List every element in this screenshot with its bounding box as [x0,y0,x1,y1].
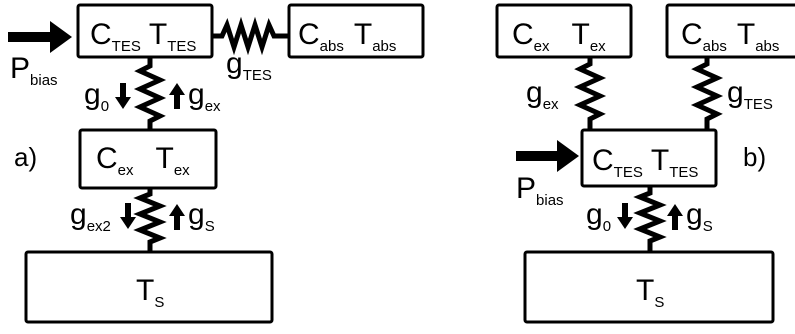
spring-g-tes-a [212,16,289,56]
g-s-label-b: gS [686,198,713,235]
abs-block-b [665,3,795,59]
ex-block-b [495,3,633,59]
spring-ex-tes-b [573,57,607,134]
panel-label-a: a) [14,142,37,172]
p-bias-label-b: Pbias [516,172,564,209]
g-0-label-b: g0 [586,198,611,235]
bath-block-label-a: TS [136,274,164,311]
g-ex-label-a: gex [188,78,221,115]
g0-down-arrow-b [617,203,633,229]
spring-tes-bath-b [633,186,667,252]
p-bias-label-a: Pbias [10,52,58,89]
spring-tes-ex-a [133,57,167,130]
g-tes-label-a: gTES [226,47,272,84]
bath-block-a [24,250,274,324]
g-s-label-a: gS [188,198,215,235]
spring-abs-tes-b [690,57,724,134]
ex-block-a [78,128,218,190]
gs-up-arrow-a [169,204,185,230]
p-bias-arrow-b [516,140,579,172]
gex2-down-arrow-a [120,203,136,229]
spring-ex-bath-a [133,188,167,252]
g-tes-label-b: gTES [727,76,773,113]
gs-up-arrow-b [667,204,683,230]
tes-block-b [580,128,718,188]
g0-down-arrow-a [115,83,131,109]
bath-block-b [523,250,775,324]
panel-label-b: b) [743,142,766,172]
gex-up-arrow-a [169,83,185,109]
tes-block-a [76,3,214,59]
bath-block-label-b: TS [636,274,664,311]
p-bias-arrow-a [8,21,72,53]
abs-block-a [287,3,425,59]
g-ex2-label-a: gex2 [70,198,111,235]
g-0-label-a: g0 [84,78,109,115]
g-ex-label-b: gex [526,76,559,113]
